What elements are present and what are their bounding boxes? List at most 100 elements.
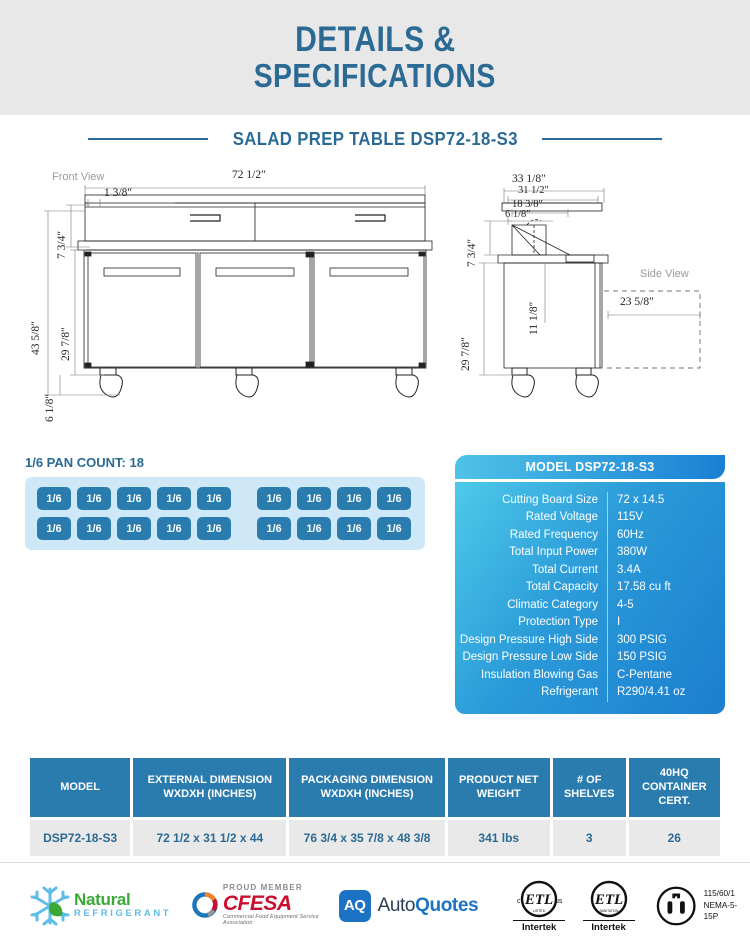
table-cell: DSP72-18-S3 [30,820,131,857]
dim-side-lid-height: 7 3/4″ [466,238,478,267]
table-cell: 26 [628,820,720,857]
table-header-line: CONTAINER CERT. [642,780,707,807]
spec-label: Rated Voltage [525,511,598,524]
table-header-line: EXTERNAL DIMENSION [147,773,273,786]
spec-row: Refrigerant R290/4.41 oz [455,684,725,702]
header-title-line1: DETAILS & [294,20,456,60]
front-view-label: Front View [52,171,105,183]
pan-cell: 1/6 [157,487,191,510]
cfesa-tagline: Commercial Food Equipment Service Associ… [222,913,319,927]
spec-row: Rated Voltage 115V [455,509,725,527]
spec-divider [607,684,608,702]
dim-front-cabinet-height: 29 7/8″ [60,327,72,361]
svg-text:SANITATION: SANITATION [599,909,618,913]
dim-front-top-offset: 1 3/8″ [104,187,133,199]
spec-label: Total Input Power [509,546,598,559]
svg-text:ETL: ETL [524,892,553,908]
spec-label: Climatic Category [507,598,598,611]
dim-front-total-height: 43 5/8″ [30,321,42,355]
title-rule-right [542,138,663,140]
spec-label: Design Pressure High Side [459,633,598,646]
pan-count-title: 1/6 PAN COUNT: 18 [25,455,144,470]
technical-drawings: Front View 72 1/2″ 1 3/8″ 7 3/4″ 43 5/8″… [0,163,750,453]
dim-side-interior-depth: 11 1/8″ [528,301,540,335]
spec-value: 115V [617,511,644,524]
spec-label: Refrigerant [541,686,598,699]
natural-refrigerant-line1: Natural [74,890,131,910]
table-header-line: WXDXH (INCHES) [320,787,414,800]
spec-divider [607,544,608,562]
dim-side-pan-depth: 18 3/8″ [512,199,543,210]
table-cell: 72 1/2 x 31 1/2 x 44 [133,820,287,857]
etl-caption: Intertek [513,919,566,933]
title-rule-left [87,138,208,140]
spec-divider [607,596,608,615]
pan-cell: 1/6 [257,517,291,540]
spec-divider [607,492,608,510]
pan-cell: 1/6 [157,517,191,540]
spec-label: Design Pressure Low Side [462,651,598,664]
table-header-line: WEIGHT [476,787,521,800]
nema-line1: 115/60/1 [703,888,735,898]
dim-side-rail-offset: 6 1/8″ [505,209,531,220]
pan-cell: 1/6 [77,517,111,540]
spec-label: Insulation Blowing Gas [481,668,598,681]
spec-label: Protection Type [518,616,598,629]
spec-value: 60Hz [617,528,644,541]
header-title-line2: SPECIFICATIONS [253,56,497,94]
spec-label: Cutting Board Size [502,494,598,506]
pan-group-left: 1/6 1/6 1/6 1/6 1/6 [37,517,231,540]
spec-row: Insulation Blowing Gas C-Pentane [455,666,725,685]
spec-value: R290/4.41 oz [617,686,686,699]
pan-cell: 1/6 [117,517,151,540]
table-header-cell: MODEL [30,758,131,818]
autoquotes-name: AutoQuotes [377,894,479,916]
natural-refrigerant-line2: REFRIGERANT [74,908,172,920]
etl-intertek-icon: ETL SANITATION [590,880,627,917]
drawing-svg [44,185,701,398]
spec-row: Design Pressure Low Side 150 PSIG [455,649,725,667]
spec-divider [607,561,608,580]
spec-value: 300 PSIG [617,633,667,646]
spec-row: Design Pressure High Side 300 PSIG [455,631,725,650]
table-cell: 341 lbs [447,820,550,857]
spec-row: Rated Frequency 60Hz [455,526,725,545]
dim-side-door-swing: 23 5/8″ [620,296,654,308]
natural-refrigerant-logo: Natural REFRIGERANT [28,884,190,928]
footer-divider [0,862,750,863]
etl-sanitation-mark: ETL SANITATION Intertek [574,879,643,933]
nema-line2: NEMA-5-15P [703,900,738,922]
pan-cell: 1/6 [197,517,231,540]
pan-cell: 1/6 [37,517,71,540]
spec-value: 150 PSIG [617,651,667,664]
spec-value: 17.58 cu ft [617,581,671,594]
spec-label: Rated Frequency [509,528,598,541]
spec-divider [607,649,608,667]
pan-cell: 1/6 [377,487,411,510]
spec-value: C-Pentane [617,668,672,681]
table-header-line: PACKAGING DIMENSION [301,773,433,786]
page-header: DETAILS & SPECIFICATIONS [0,0,750,115]
spec-divider [607,526,608,545]
spec-divider [607,614,608,632]
certification-logos: Natural REFRIGERANT PROUD MEMBER CFESA C… [0,866,750,945]
etl-caption: Intertek [582,919,635,933]
spec-value: I [617,616,621,629]
cfesa-ring-icon [192,892,218,919]
svg-text:c: c [517,898,521,905]
spec-value: 3.4A [617,563,641,576]
table-cell: 76 3/4 x 35 7/8 x 48 3/8 [289,820,445,857]
pan-cell: 1/6 [37,487,71,510]
